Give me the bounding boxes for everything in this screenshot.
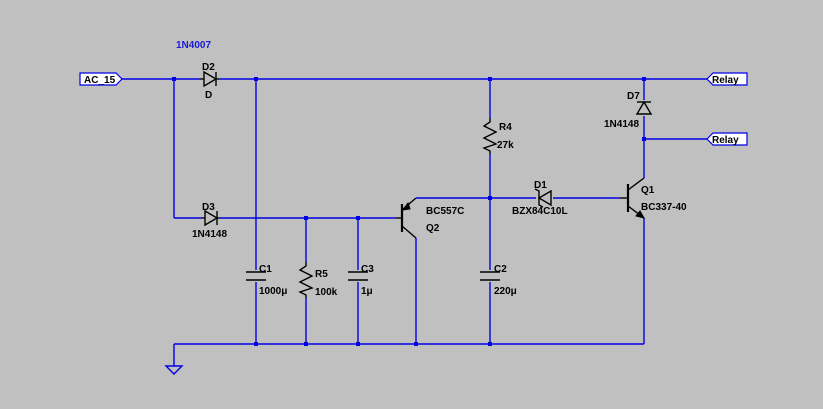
transistor-q1[interactable]: Q1 BC337-40 (620, 177, 687, 219)
d2-ref: D2 (202, 62, 215, 73)
c1-value: 1000μ (259, 286, 287, 297)
diode-d7[interactable]: D7 1N4148 (604, 91, 653, 130)
junction (488, 342, 492, 346)
junction (254, 342, 258, 346)
directive-text[interactable]: 1N4007 (176, 40, 211, 51)
net-label-relay-mid[interactable]: Relay (706, 132, 748, 146)
resistor-r4[interactable]: R4 27k (482, 118, 514, 154)
diode-d3[interactable]: D3 1N4148 (192, 202, 227, 240)
d1-ref: D1 (534, 180, 547, 191)
zener-d1[interactable]: D1 BZX84C10L (512, 180, 568, 217)
ground-icon[interactable] (164, 365, 184, 375)
junction (254, 77, 258, 81)
diode-d2[interactable]: D2 D (200, 62, 219, 101)
c1-ref: C1 (259, 264, 272, 275)
junction (642, 137, 646, 141)
junction (642, 77, 646, 81)
d7-ref: D7 (627, 91, 640, 102)
capacitor-c1[interactable]: C1 1000μ (246, 264, 287, 297)
d7-value: 1N4148 (604, 119, 639, 130)
d3-ref: D3 (202, 202, 215, 213)
junction (414, 342, 418, 346)
net-label-ac15-text: AC_15 (84, 75, 116, 86)
c3-value: 1μ (361, 286, 373, 297)
c2-value: 220μ (494, 286, 517, 297)
resistor-r5[interactable]: R5 100k (298, 262, 338, 298)
q1-ref: Q1 (641, 185, 655, 196)
wires (122, 78, 707, 366)
d1-value: BZX84C10L (512, 206, 568, 217)
junction (488, 77, 492, 81)
r5-ref: R5 (315, 269, 328, 280)
d2-value: D (205, 90, 212, 101)
c2-ref: C2 (494, 264, 507, 275)
d3-value: 1N4148 (192, 229, 227, 240)
net-label-ac15[interactable]: AC_15 (79, 72, 123, 86)
r4-value: 27k (497, 140, 514, 151)
junction (356, 342, 360, 346)
q1-value: BC337-40 (641, 202, 687, 213)
capacitor-c2[interactable]: C2 220μ (480, 264, 517, 297)
net-label-relay-top-text: Relay (712, 75, 739, 86)
junction (304, 216, 308, 220)
capacitor-c3[interactable]: C3 1μ (348, 264, 374, 297)
junction (356, 216, 360, 220)
transistor-q2[interactable]: BC557C Q2 (396, 197, 464, 239)
q2-ref: Q2 (426, 223, 440, 234)
c3-ref: C3 (361, 264, 374, 275)
junction (488, 196, 492, 200)
q2-value: BC557C (426, 206, 464, 217)
junction (304, 342, 308, 346)
r4-ref: R4 (499, 122, 512, 133)
junction (172, 77, 176, 81)
net-label-relay-mid-text: Relay (712, 135, 739, 146)
r5-value: 100k (315, 287, 338, 298)
junctions (172, 77, 646, 346)
net-label-relay-top[interactable]: Relay (706, 72, 748, 86)
